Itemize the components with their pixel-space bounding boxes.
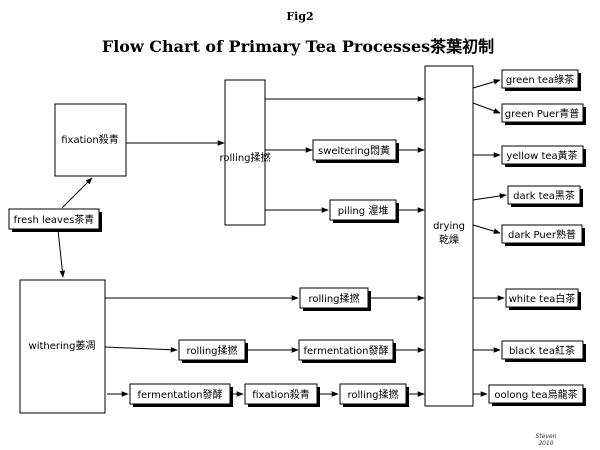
output-green-puer: green Puer青普 <box>501 103 586 125</box>
node-sweltering: sweltering悶黃 <box>312 139 399 163</box>
output-dark-puer: dark Puer熟普 <box>501 224 585 246</box>
node-fresh-leaves: fresh leaves茶青 <box>8 208 102 232</box>
node-withering: withering萎凋 <box>19 279 106 414</box>
figure-label: Fig2 <box>286 10 313 23</box>
node-label: fermentation發酵 <box>303 344 388 357</box>
output-white-tea: white tea白茶 <box>505 288 581 310</box>
output-green-tea: green tea綠茶 <box>501 69 581 91</box>
node-label: fixation殺青 <box>61 133 119 146</box>
edge-drying-to-dark-puer <box>472 224 501 234</box>
node-label: green Puer青普 <box>505 107 580 120</box>
node-piling: piling 渥堆 <box>329 199 399 223</box>
node-fermentation-black: fermentation發酵 <box>298 339 396 363</box>
node-label: piling 渥堆 <box>338 205 389 217</box>
node-label: rolling揉撚 <box>347 388 398 401</box>
node-label: black tea紅茶 <box>509 344 575 357</box>
node-label: yellow tea黃茶 <box>506 149 577 162</box>
node-label: dark Puer熟普 <box>508 228 576 241</box>
node-label: white tea白茶 <box>509 292 576 305</box>
edge-withering-to-rolling-black <box>104 346 178 353</box>
node-label: oolong tea烏龍茶 <box>494 388 577 401</box>
edge-fresh-to-fixation <box>61 177 93 209</box>
node-label: fixation殺青 <box>252 388 310 401</box>
node-fixation-top: fixation殺青 <box>54 103 127 177</box>
edge-drying-to-dark-tea <box>472 193 507 201</box>
node-label-line2: 乾燥 <box>439 233 459 246</box>
node-label: withering萎凋 <box>29 340 96 352</box>
signature-year: 2010 <box>538 440 553 447</box>
signature-name: Steven <box>536 433 557 440</box>
output-black-tea: black tea紅茶 <box>501 340 586 362</box>
node-label: rolling揉撚 <box>186 344 237 357</box>
edges <box>57 79 507 397</box>
node-label: fermentation發酵 <box>137 388 222 401</box>
node-fixation-oolong: fixation殺青 <box>244 383 320 407</box>
node-rolling-oolong: rolling揉撚 <box>339 383 409 407</box>
edge-drying-to-green-puer <box>472 102 501 114</box>
edge-fresh-to-withering <box>57 229 66 278</box>
node-label: rolling揉撚 <box>219 151 270 164</box>
node-label-line1: drying <box>433 221 465 232</box>
node-label: rolling揉撚 <box>308 292 359 305</box>
node-fermentation-oolong: fermentation發酵 <box>129 383 233 407</box>
node-drying: drying 乾燥 <box>424 65 474 407</box>
node-rolling-white: rolling揉撚 <box>299 287 371 311</box>
chart-title: Flow Chart of Primary Tea Processes茶葉初制 <box>102 37 494 56</box>
output-oolong-tea: oolong tea烏龍茶 <box>488 384 586 406</box>
node-label: green tea綠茶 <box>506 73 574 86</box>
edge-drying-to-green-tea <box>472 79 501 89</box>
node-rolling-top: rolling揉撚 <box>219 79 271 226</box>
node-label: sweltering悶黃 <box>318 144 390 157</box>
output-yellow-tea: yellow tea黃茶 <box>501 145 586 167</box>
node-label: dark tea黑茶 <box>513 189 575 202</box>
node-label: fresh leaves茶青 <box>14 213 95 226</box>
node-rolling-black: rolling揉撚 <box>178 339 248 363</box>
output-dark-tea: dark tea黑茶 <box>507 185 583 207</box>
